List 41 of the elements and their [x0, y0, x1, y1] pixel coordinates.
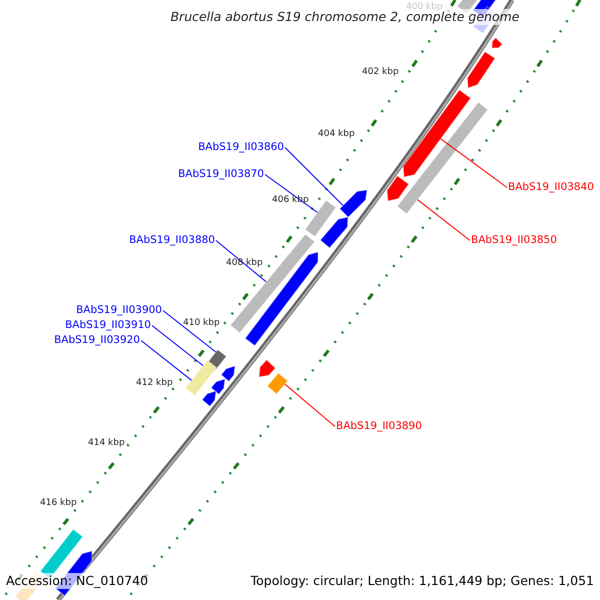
gene-block — [220, 365, 236, 382]
gene-block — [320, 216, 349, 249]
scale-label: 408 kbp — [226, 258, 263, 269]
leader-line — [440, 138, 508, 188]
leader-line — [417, 199, 470, 241]
gene-block — [402, 89, 472, 178]
gene-label: BAbS19_II03890 — [336, 420, 422, 432]
scale-label: 414 kbp — [88, 438, 125, 449]
gene-label: BAbS19_II03900 — [76, 304, 162, 316]
gene-label: BAbS19_II03880 — [129, 234, 215, 246]
gene-block — [202, 390, 217, 407]
gene-label: BAbS19_II03860 — [198, 140, 284, 154]
gene-block — [386, 175, 410, 202]
scale-label: 402 kbp — [362, 67, 399, 78]
leader-line — [284, 384, 336, 427]
scale-label: 412 kbp — [136, 378, 173, 389]
gene-block — [258, 359, 276, 378]
gene-block — [491, 37, 503, 49]
leader-line — [140, 340, 192, 381]
accession-text: Accession: NC_010740 — [6, 573, 148, 589]
leader-line — [264, 174, 318, 213]
scale-label: 404 kbp — [318, 129, 355, 140]
scale-label: 410 kbp — [183, 318, 220, 329]
feature-bar — [266, 372, 288, 395]
scale-label: 416 kbp — [40, 498, 77, 509]
genome-stats-text: Topology: circular; Length: 1,161,449 bp; Genes: 1,051 — [250, 573, 594, 589]
gene-label: BAbS19_II03840 — [508, 180, 594, 194]
leader-line — [216, 240, 267, 282]
feature-bar — [184, 360, 218, 396]
feature-bar — [396, 102, 488, 214]
gene-label: BAbS19_II03910 — [65, 318, 151, 332]
gene-block — [244, 251, 318, 346]
leader-line — [284, 147, 344, 206]
gene-block — [339, 189, 368, 218]
gene-label: BAbS19_II03920 — [54, 334, 140, 346]
gene-label: BAbS19_II03850 — [471, 234, 557, 246]
gene-block — [466, 51, 496, 89]
leader-line — [152, 325, 204, 366]
leader-line — [162, 310, 216, 352]
gene-label: BAbS19_II03870 — [178, 168, 264, 180]
gene-block — [210, 378, 226, 395]
